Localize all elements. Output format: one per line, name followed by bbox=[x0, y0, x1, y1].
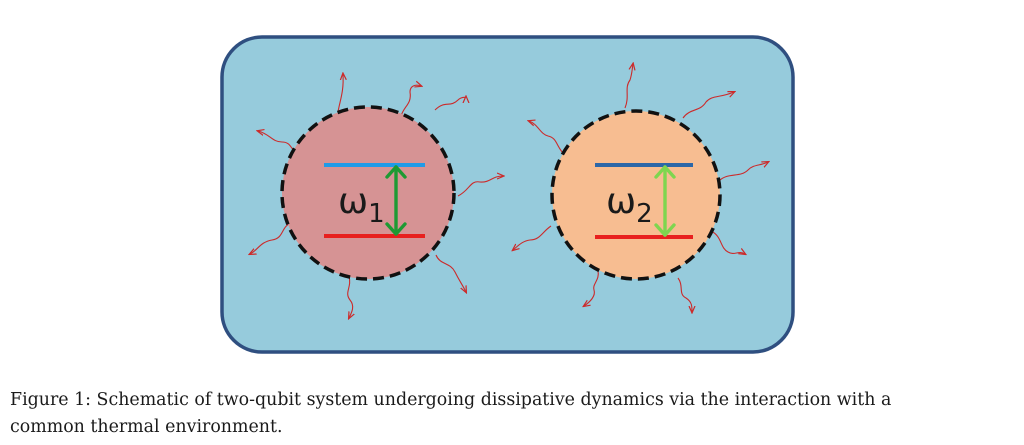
qubit-2-transition-arrow bbox=[654, 165, 676, 237]
caption-line-2: common thermal environment. bbox=[10, 417, 283, 437]
qubit-1-frequency-label: ω1 bbox=[338, 181, 385, 229]
qubit-1-transition-arrow bbox=[385, 165, 407, 236]
qubit-2-dissipation-arrows bbox=[513, 64, 768, 312]
caption-line-1: Figure 1: Schematic of two-qubit system … bbox=[10, 390, 892, 410]
qubit-2-frequency-label: ω2 bbox=[606, 181, 653, 229]
figure-caption: Figure 1: Schematic of two-qubit system … bbox=[10, 387, 1015, 441]
schematic-diagram: ω1 ω2 bbox=[220, 35, 795, 354]
